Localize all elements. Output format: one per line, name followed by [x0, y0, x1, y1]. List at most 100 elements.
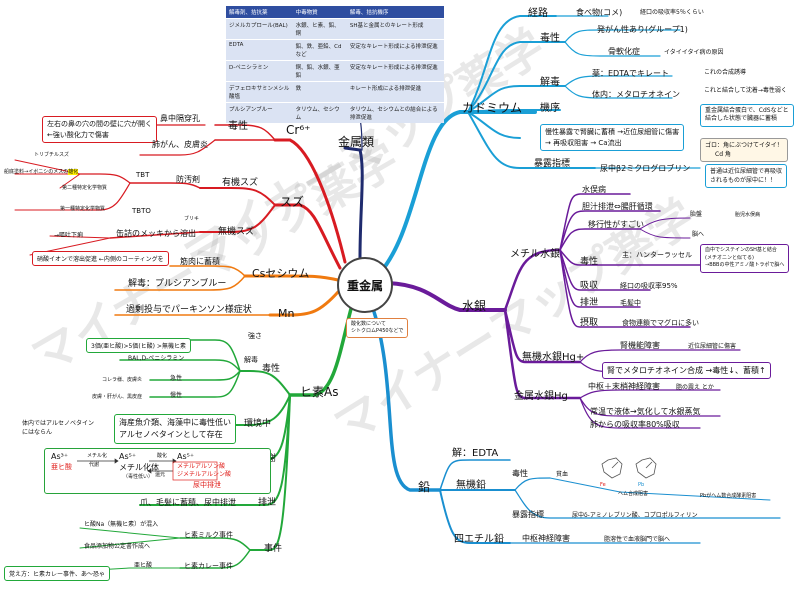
cs-muscle: 筋肉に蓄積	[180, 257, 220, 266]
cd-drug: 薬：EDTAでキレート	[592, 69, 669, 78]
cd-mech[interactable]: 機序	[540, 103, 560, 114]
cd-route[interactable]: 経路	[528, 8, 548, 19]
hg-inorganic[interactable]: 無機水銀Hg+	[522, 352, 585, 363]
cd-marker-val: 尿中β2ミクログロブリン	[600, 164, 691, 173]
cd-chronic: 慢性暴露で腎臓に蓄積 →近位尿細管に傷害→ 再吸収阻害 → Ca流出	[540, 124, 685, 151]
sn-vomit: →嘔吐下痢	[54, 232, 84, 239]
cd-bone: 骨軟化症	[608, 47, 640, 56]
central-topic[interactable]: 重金属	[337, 257, 393, 313]
table-cell: 鉄	[292, 81, 347, 103]
cd-itai: イタイイタイ病の原因	[664, 49, 724, 56]
cd-marker[interactable]: 暴露指標	[534, 159, 571, 169]
as5b-label: As⁵⁺	[177, 452, 195, 461]
cr-tox[interactable]: 毒性	[228, 121, 248, 132]
sn-nitrate: 硝酸イオンで溶出促進 ←内側のコーティングを	[32, 251, 169, 266]
hg-intake-val: 食物連鎖でマグロに多い	[622, 319, 699, 327]
as-milk-sub: ヒ酸Na（無機ヒ素）が混入	[84, 521, 159, 528]
hg-excrete-val: 毛髪中	[620, 299, 641, 307]
cd-marker-note: 普通は近位尿細管で再吸収されるものが尿中に！！	[705, 164, 788, 188]
table-header: 解毒剤、拮抗薬	[226, 6, 293, 19]
metab-sub-label: 代謝	[89, 462, 100, 468]
cd-route-note: 経口の吸収率5％くらい	[640, 9, 704, 16]
as-excr[interactable]: 排泄	[258, 498, 277, 508]
tin-title[interactable]: スズ	[280, 195, 305, 209]
sn-organic[interactable]: 有機スズ	[222, 178, 259, 188]
arsenic-title[interactable]: ヒ素As	[300, 385, 339, 399]
cr-septum: 鼻中隔穿孔	[160, 114, 200, 123]
as-milk-note: 食品添加物公定書作成へ	[84, 543, 151, 550]
hg-intake[interactable]: 摂取	[580, 318, 599, 328]
pb-heme-note: Pbがヘム数合成酵素阻害	[700, 493, 757, 499]
table-cell: 銅、鉛、水銀、亜鉛	[292, 60, 347, 82]
sn-tbt-1: トリブチルスズ	[34, 152, 70, 158]
table-cell: デフェロキサミンメシル酸塩	[226, 81, 293, 103]
lead-title[interactable]: 鉛	[418, 480, 431, 494]
manganese-title[interactable]: Mn	[278, 307, 295, 320]
pb-tetra[interactable]: 四エチル鉛	[454, 534, 504, 545]
table-cell: 安定なキレート形成による排泄促進	[346, 60, 444, 82]
pb-tox[interactable]: 毒性	[512, 469, 528, 478]
sn-tbt-2: 船底塗料→イボニシのメスの雄化	[4, 169, 79, 175]
as-memo: 覚え方：ヒ素カレー事件、あ～恐ゃ	[4, 566, 111, 581]
sn-inorganic[interactable]: 無機スズ	[218, 227, 255, 237]
cd-route-val: 食べ物(コメ)	[576, 8, 623, 17]
hg-minamata: 水俣病	[582, 185, 606, 194]
hg-absorb[interactable]: 吸収	[580, 281, 599, 291]
as-excr-val: 爪、毛髪に蓄積、尿中排泄	[140, 498, 236, 507]
chromium-title[interactable]: Cr⁶⁺	[286, 123, 311, 137]
hg-cns-note: 脂の震え とか	[676, 384, 714, 391]
as-strength-val: 3価(亜ヒ酸)>5価(ヒ酸) >無機ヒ素	[86, 338, 191, 353]
table-row: D-ペニシラミン銅、鉛、水銀、亜鉛安定なキレート形成による排泄促進	[226, 60, 444, 82]
sn-tbt-3: 第二種特定化学物質	[62, 185, 108, 191]
as-chronic-val: 皮膚・肝がん、黒皮症	[92, 394, 143, 400]
cd-detox[interactable]: 解毒	[540, 77, 560, 88]
table-cell: タリウム、セシウム	[292, 102, 347, 123]
metal-class-label: 金属類	[338, 135, 375, 149]
cs-detox: 解毒：プルシアンブルー	[128, 279, 227, 289]
table-cell: EDTA	[226, 39, 293, 61]
hg-brain-note: 血中でシステインのSH基と結合(メチオニンと似てる)→BBBの中性アミノ酸トラポ…	[700, 244, 790, 273]
hg-transfer: 移行性がすごい	[588, 220, 644, 229]
sn-tbt[interactable]: TBT	[136, 171, 150, 179]
hg-excrete[interactable]: 排泄	[580, 298, 599, 308]
mma-label: メチルアルソン酸	[177, 463, 225, 470]
pb-heme: ヘム合成阻害	[618, 491, 649, 497]
as5-label: As⁵⁺	[119, 452, 137, 461]
hg-lung: 肺からの吸収率80%吸収	[590, 420, 680, 429]
cd-drug-note: これの合成誘導	[704, 69, 747, 76]
cd-toxicity[interactable]: 毒性	[540, 33, 560, 44]
table-header: 解毒、拮抗機序	[346, 6, 444, 19]
hg-metal[interactable]: 金属水銀Hg	[514, 391, 568, 402]
pb-inorganic[interactable]: 無機鉛	[456, 480, 486, 491]
table-row: デフェロキサミンメシル酸塩鉄キレート形成による排泄促進	[226, 81, 444, 103]
table-cell: タリウム、セシウムとの結合による排泄促進	[346, 102, 444, 123]
pb-anemia: 貧血	[556, 471, 569, 478]
table-header: 中毒物質	[292, 6, 347, 19]
pb-marker-val: 尿中δ-アミノレブリン酸、コプロポルフィリン	[572, 512, 698, 519]
table-cell: D-ペニシラミン	[226, 60, 293, 82]
cesium-title[interactable]: Csセシウム	[252, 267, 310, 280]
table-cell: SH基と金属とのキレート形成	[346, 18, 444, 40]
sn-tbto[interactable]: TBTO	[132, 207, 151, 215]
hg-tox-val: 主：ハンターラッセル	[622, 251, 692, 259]
as-tox[interactable]: 毒性	[262, 364, 281, 374]
pb-marker[interactable]: 暴露指標	[512, 510, 544, 519]
as-acute: 急性	[170, 375, 183, 382]
hg-methyl[interactable]: メチル水銀	[510, 249, 560, 260]
cd-body-note: これと結合して沈着→毒性弱く	[704, 87, 787, 94]
as-circ[interactable]: 環境中	[244, 419, 272, 429]
methyl-body-sub: （毒性低い）	[123, 474, 154, 480]
as-curry-sub: 亜ヒ酸	[134, 562, 153, 569]
hg-renal-note: 近位尿細管に傷害	[688, 343, 737, 350]
sn-antifoul: 防汚剤	[176, 175, 200, 184]
as-incident[interactable]: 事件	[264, 544, 283, 554]
cr-septum-note: 左右の鼻の穴の間の壁に穴が開く←強い酸化力で傷害	[42, 116, 157, 143]
hg-tox[interactable]: 毒性	[580, 257, 599, 267]
cadmium-title[interactable]: カドミウム	[462, 101, 523, 115]
as-acute-val: コレラ様、皮膚炎	[102, 377, 143, 383]
as-circ-val: 海産魚介類、海藻中に毒性低いアルセノベタインとして存在	[114, 414, 236, 444]
as-milk: ヒ素ミルク事件	[184, 531, 233, 539]
mercury-title[interactable]: 水銀	[462, 299, 487, 313]
